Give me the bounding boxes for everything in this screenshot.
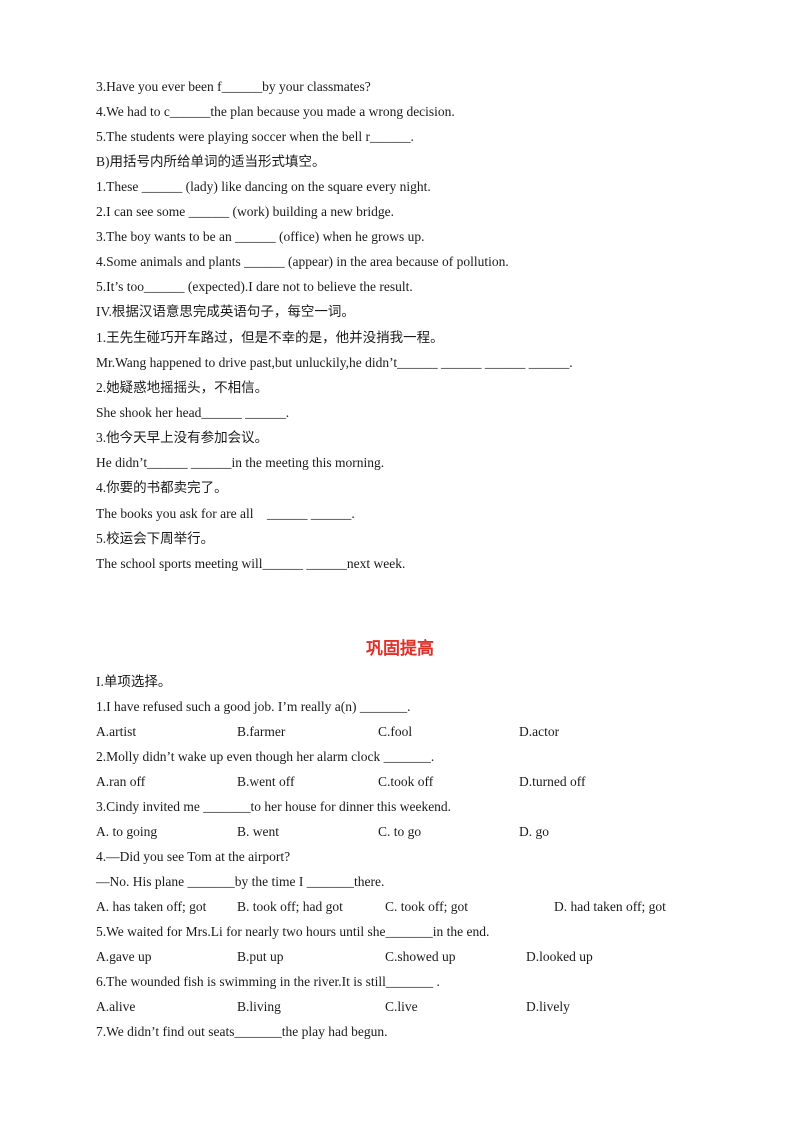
mc-question-4-reply: —No. His plane _______by the time I ____… bbox=[96, 874, 385, 889]
part-a-item-5: 5.The students were playing soccer when … bbox=[96, 129, 414, 144]
mc-question-2: 2.Molly didn’t wake up even though her a… bbox=[96, 749, 435, 764]
mc-3-option-a: A. to going bbox=[96, 824, 158, 839]
mc-6-option-d: D.lively bbox=[526, 999, 570, 1014]
mc-4-option-a: A. has taken off; got bbox=[96, 899, 207, 914]
translation-en-4: The books you ask for are all ______ ___… bbox=[96, 506, 355, 521]
mc-5-option-a: A.gave up bbox=[96, 949, 152, 964]
mc-2-option-b: B.went off bbox=[237, 774, 295, 789]
translation-cn-1: 1.王先生碰巧开车路过，但是不幸的是，他并没捎我一程。 bbox=[96, 330, 444, 345]
mc-question-3: 3.Cindy invited me _______to her house f… bbox=[96, 799, 452, 814]
mc-5-option-b: B.put up bbox=[237, 949, 284, 964]
part-a-item-4: 4.We had to c______the plan because you … bbox=[96, 104, 455, 119]
part-b-item-4: 4.Some animals and plants ______ (appear… bbox=[96, 254, 509, 269]
translation-en-2: She shook her head______ ______. bbox=[96, 405, 290, 420]
mc-question-7: 7.We didn’t find out seats_______the pla… bbox=[96, 1024, 388, 1039]
translation-cn-2: 2.她疑惑地摇摇头，不相信。 bbox=[96, 380, 269, 395]
mc-question-6: 6.The wounded fish is swimming in the ri… bbox=[96, 974, 440, 989]
mc-3-option-d: D. go bbox=[519, 824, 549, 839]
mc-4-option-b: B. took off; had got bbox=[237, 899, 343, 914]
mc-1-option-c: C.fool bbox=[378, 724, 413, 739]
mc-question-4: 4.—Did you see Tom at the airport? bbox=[96, 849, 291, 864]
mc-1-option-a: A.artist bbox=[96, 724, 137, 739]
mc-2-option-d: D.turned off bbox=[519, 774, 586, 789]
mc-1-option-d: D.actor bbox=[519, 724, 560, 739]
translation-en-3: He didn’t______ ______in the meeting thi… bbox=[96, 455, 385, 470]
part-b-item-5: 5.It’s too______ (expected).I dare not t… bbox=[96, 279, 413, 294]
translation-en-5: The school sports meeting will______ ___… bbox=[96, 556, 406, 571]
consolidation-title: 巩固提高 bbox=[366, 639, 434, 659]
mc-question-5: 5.We waited for Mrs.Li for nearly two ho… bbox=[96, 924, 490, 939]
translation-cn-4: 4.你要的书都卖完了。 bbox=[96, 480, 228, 495]
part-b-item-1: 1.These ______ (lady) like dancing on th… bbox=[96, 179, 431, 194]
mc-6-option-a: A.alive bbox=[96, 999, 136, 1014]
mc-5-option-c: C.showed up bbox=[385, 949, 456, 964]
mc-6-option-b: B.living bbox=[237, 999, 281, 1014]
mc-3-option-c: C. to go bbox=[378, 824, 422, 839]
section-iv-heading: IV.根据汉语意思完成英语句子，每空一词。 bbox=[96, 304, 355, 319]
translation-en-1: Mr.Wang happened to drive past,but unluc… bbox=[96, 355, 573, 370]
mc-4-option-d: D. had taken off; got bbox=[554, 899, 666, 914]
part-a-item-3: 3.Have you ever been f______by your clas… bbox=[96, 79, 371, 94]
mc-1-option-b: B.farmer bbox=[237, 724, 286, 739]
mc-2-option-a: A.ran off bbox=[96, 774, 146, 789]
translation-cn-3: 3.他今天早上没有参加会议。 bbox=[96, 430, 269, 445]
mc-5-option-d: D.looked up bbox=[526, 949, 593, 964]
mc-6-option-c: C.live bbox=[385, 999, 418, 1014]
mc-3-option-b: B. went bbox=[237, 824, 279, 839]
section-i-heading: I.单项选择。 bbox=[96, 674, 172, 689]
section-b-heading: B)用括号内所给单词的适当形式填空。 bbox=[96, 154, 326, 169]
mc-question-1: 1.I have refused such a good job. I’m re… bbox=[96, 699, 411, 714]
translation-cn-5: 5.校运会下周举行。 bbox=[96, 531, 215, 546]
mc-4-option-c: C. took off; got bbox=[385, 899, 469, 914]
mc-2-option-c: C.took off bbox=[378, 774, 434, 789]
part-b-item-2: 2.I can see some ______ (work) building … bbox=[96, 204, 395, 219]
part-b-item-3: 3.The boy wants to be an ______ (office)… bbox=[96, 229, 425, 244]
